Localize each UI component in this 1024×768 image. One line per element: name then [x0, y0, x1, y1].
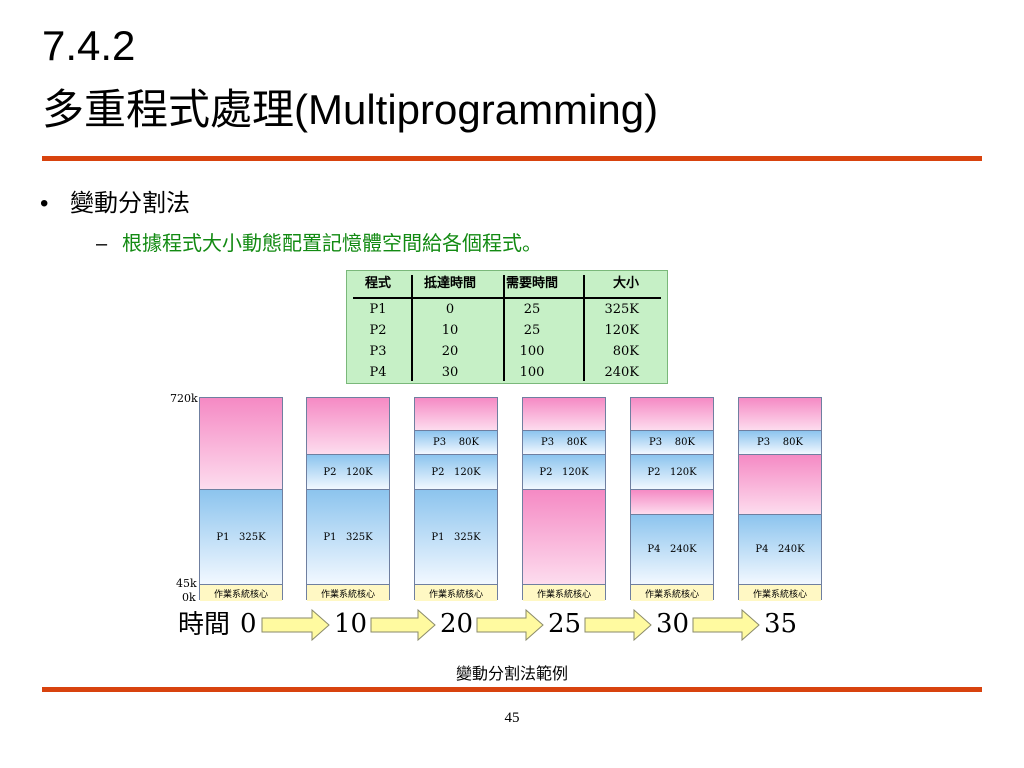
bullet-item: • 變動分割法	[40, 188, 190, 219]
table-header-cell: 大小	[612, 276, 639, 291]
table-cell: 100	[519, 344, 545, 359]
table-row: P3 20 100 80K	[347, 341, 667, 362]
table-header-row: 程式 抵達時間 需要時間 大小	[347, 271, 667, 297]
table-cell: P3	[369, 344, 387, 359]
top-divider	[42, 156, 982, 161]
process-segment: P1 325K	[200, 489, 282, 584]
free-memory-segment	[631, 489, 713, 514]
os-kernel-segment: 作業系統核心	[739, 584, 821, 601]
table-row: P4 30 100 240K	[347, 362, 667, 383]
process-segment: P3 80K	[631, 430, 713, 454]
process-segment: P1 325K	[415, 489, 497, 584]
process-table: 程式 抵達時間 需要時間 大小 P1 0 25 325K P2 10 25 12…	[346, 270, 668, 384]
bullet-text: 變動分割法	[70, 189, 190, 217]
diagram-caption: 變動分割法範例	[455, 664, 568, 683]
section-number: 7.4.2	[42, 22, 136, 69]
os-kernel-segment: 作業系統核心	[631, 584, 713, 601]
right-arrow-icon	[692, 608, 760, 642]
slide-title: 多重程式處理(Multiprogramming)	[42, 86, 659, 133]
address-label: 45k	[176, 577, 197, 590]
time-label: 時間	[178, 610, 231, 640]
page-number: 45	[504, 710, 520, 726]
table-row: P1 0 25 325K	[347, 299, 667, 320]
process-segment: P2 120K	[631, 454, 713, 489]
table-cell: 25	[523, 323, 541, 338]
right-arrow-icon	[370, 608, 436, 642]
table-cell: 325K	[604, 302, 639, 317]
table-cell: 20	[441, 344, 459, 359]
process-segment: P2 120K	[523, 454, 605, 489]
process-segment: P3 80K	[523, 430, 605, 454]
address-label: 720k	[170, 392, 198, 405]
table-cell: P2	[369, 323, 387, 338]
process-segment: P3 80K	[415, 430, 497, 454]
free-memory-segment	[739, 454, 821, 514]
table-header-rule	[353, 297, 661, 299]
process-segment: P2 120K	[307, 454, 389, 489]
process-segment: P4 240K	[631, 514, 713, 584]
table-cell: 100	[519, 365, 545, 380]
sub-bullet-item: –根據程式大小動態配置記憶體空間給各個程式。	[96, 230, 542, 257]
table-cell: 25	[523, 302, 541, 317]
table-header-cell: 需要時間	[505, 276, 558, 291]
free-memory-segment	[307, 398, 389, 454]
free-memory-segment	[631, 398, 713, 430]
time-value: 25	[548, 609, 582, 639]
table-column-divider	[583, 275, 585, 381]
time-value: 35	[764, 609, 798, 639]
free-memory-segment	[523, 489, 605, 584]
os-kernel-segment: 作業系統核心	[415, 584, 497, 601]
table-cell: 0	[445, 302, 455, 317]
table-column-divider	[503, 275, 505, 381]
process-segment: P2 120K	[415, 454, 497, 489]
free-memory-segment	[200, 398, 282, 489]
table-header-cell: 程式	[364, 276, 391, 291]
time-value: 10	[334, 609, 368, 639]
process-segment: P1 325K	[307, 489, 389, 584]
time-value: 30	[656, 609, 690, 639]
free-memory-segment	[739, 398, 821, 430]
process-segment: P3 80K	[739, 430, 821, 454]
table-column-divider	[411, 275, 413, 381]
table-cell: 80K	[612, 344, 639, 359]
process-segment: P4 240K	[739, 514, 821, 584]
table-cell: 120K	[604, 323, 639, 338]
free-memory-segment	[415, 398, 497, 430]
os-kernel-segment: 作業系統核心	[307, 584, 389, 601]
sub-bullet-text: 根據程式大小動態配置記憶體空間給各個程式。	[122, 231, 542, 255]
table-cell: P4	[369, 365, 387, 380]
sub-bullet-marker: –	[96, 233, 108, 255]
time-value: 0	[240, 609, 257, 639]
address-label: 0k	[182, 591, 196, 604]
bullet-marker: •	[40, 190, 49, 217]
table-cell: P1	[369, 302, 387, 317]
table-header-cell: 抵達時間	[423, 276, 476, 291]
bottom-divider	[42, 687, 982, 692]
os-kernel-segment: 作業系統核心	[523, 584, 605, 601]
time-value: 20	[440, 609, 474, 639]
os-kernel-segment: 作業系統核心	[200, 584, 282, 601]
table-cell: 240K	[604, 365, 639, 380]
right-arrow-icon	[476, 608, 544, 642]
right-arrow-icon	[261, 608, 330, 642]
table-cell: 30	[441, 365, 459, 380]
right-arrow-icon	[584, 608, 652, 642]
free-memory-segment	[523, 398, 605, 430]
table-row: P2 10 25 120K	[347, 320, 667, 341]
table-cell: 10	[441, 323, 459, 338]
